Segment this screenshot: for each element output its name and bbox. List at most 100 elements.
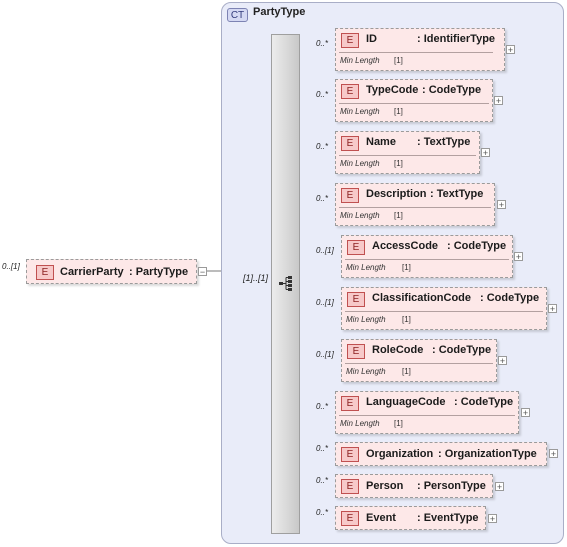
element-badge: E	[347, 292, 365, 307]
separator	[345, 363, 493, 364]
separator	[339, 103, 489, 104]
element-rolecode[interactable]: E RoleCode : CodeType Min Length [1]	[341, 339, 497, 382]
element-type: : EventType	[417, 512, 479, 524]
root-element-carrierparty[interactable]: E CarrierParty : PartyType	[26, 259, 197, 284]
expand-toggle[interactable]: +	[488, 514, 497, 524]
complex-type-name: PartyType	[253, 6, 306, 18]
occurrence-classificationcode: 0..[1]	[316, 298, 334, 307]
element-classificationcode[interactable]: E ClassificationCode : CodeType Min Leng…	[341, 287, 547, 330]
facet-value: [1]	[402, 315, 411, 324]
element-badge: E	[341, 447, 359, 462]
element-type: : CodeType	[447, 240, 507, 252]
expand-toggle[interactable]: +	[494, 96, 503, 106]
facet-value: [1]	[394, 107, 403, 116]
element-type: : OrganizationType	[438, 448, 537, 460]
element-badge: E	[341, 188, 359, 203]
occurrence-accesscode: 0..[1]	[316, 246, 334, 255]
expand-toggle[interactable]: +	[549, 449, 558, 459]
element-type: : CodeType	[480, 292, 540, 304]
element-badge: E	[341, 479, 359, 494]
facet-label: Min Length	[346, 367, 386, 376]
element-type: : PersonType	[417, 480, 486, 492]
expand-toggle[interactable]: +	[506, 45, 515, 55]
element-badge: E	[341, 396, 359, 411]
facet-label: Min Length	[340, 56, 380, 65]
element-typecode[interactable]: E TypeCode : CodeType Min Length [1]	[335, 79, 493, 122]
sequence-icon	[279, 276, 292, 291]
element-type: : CodeType	[432, 344, 492, 356]
element-name: TypeCode	[366, 84, 419, 96]
occurrence-id: 0..*	[316, 39, 329, 48]
sequence-occurrence: [1]..[1]	[243, 273, 269, 283]
facet-label: Min Length	[340, 211, 380, 220]
element-name: AccessCode	[372, 240, 439, 252]
element-name-box[interactable]: E Name : TextType Min Length [1]	[335, 131, 480, 174]
root-occurrence: 0..[1]	[2, 262, 20, 271]
separator	[339, 207, 491, 208]
expand-toggle[interactable]: +	[498, 356, 507, 366]
facet-label: Min Length	[346, 263, 386, 272]
element-accesscode[interactable]: E AccessCode : CodeType Min Length [1]	[341, 235, 513, 278]
element-type: : CodeType	[422, 84, 482, 96]
element-name: Person	[366, 480, 404, 492]
facet-label: Min Length	[346, 315, 386, 324]
element-organization[interactable]: E Organization : OrganizationType	[335, 442, 547, 466]
separator	[345, 259, 509, 260]
facet-label: Min Length	[340, 107, 380, 116]
element-name: LanguageCode	[366, 396, 446, 408]
expand-toggle[interactable]: +	[514, 252, 523, 262]
occurrence-event: 0..*	[316, 508, 329, 517]
element-languagecode[interactable]: E LanguageCode : CodeType Min Length [1]	[335, 391, 519, 434]
element-name: Name	[366, 136, 396, 148]
element-event[interactable]: E Event : EventType	[335, 506, 486, 530]
element-type: : TextType	[430, 188, 484, 200]
element-type: : TextType	[417, 136, 471, 148]
occurrence-person: 0..*	[316, 476, 329, 485]
facet-value: [1]	[394, 211, 403, 220]
element-badge: E	[36, 265, 54, 280]
expand-toggle[interactable]: +	[481, 148, 490, 158]
facet-label: Min Length	[340, 419, 380, 428]
occurrence-typecode: 0..*	[316, 90, 329, 99]
expand-toggle[interactable]: +	[548, 304, 557, 314]
facet-label: Min Length	[340, 159, 380, 168]
element-name: Description	[366, 188, 427, 200]
occurrence-languagecode: 0..*	[316, 402, 329, 411]
occurrence-rolecode: 0..[1]	[316, 350, 334, 359]
element-name: Organization	[366, 448, 434, 460]
facet-value: [1]	[394, 159, 403, 168]
element-name: RoleCode	[372, 344, 424, 356]
element-type: : IdentifierType	[417, 33, 496, 45]
element-id[interactable]: E ID : IdentifierType Min Length [1]	[335, 28, 505, 71]
element-type: : PartyType	[129, 266, 189, 278]
element-name: CarrierParty	[60, 266, 124, 278]
element-name: ID	[366, 33, 377, 45]
element-type: : CodeType	[454, 396, 514, 408]
element-description[interactable]: E Description : TextType Min Length [1]	[335, 183, 495, 226]
complex-type-badge: CT	[227, 8, 248, 22]
facet-value: [1]	[394, 56, 403, 65]
collapse-toggle[interactable]: −	[198, 267, 207, 277]
expand-toggle[interactable]: +	[497, 200, 506, 210]
separator	[345, 311, 543, 312]
occurrence-description: 0..*	[316, 194, 329, 203]
occurrence-organization: 0..*	[316, 444, 329, 453]
element-badge: E	[341, 84, 359, 99]
facet-value: [1]	[402, 367, 411, 376]
occurrence-name: 0..*	[316, 142, 329, 151]
element-badge: E	[347, 344, 365, 359]
element-badge: E	[341, 511, 359, 526]
element-name: Event	[366, 512, 396, 524]
element-name: ClassificationCode	[372, 292, 472, 304]
element-badge: E	[341, 33, 359, 48]
element-badge: E	[341, 136, 359, 151]
separator	[339, 155, 476, 156]
separator	[339, 415, 515, 416]
element-badge: E	[347, 240, 365, 255]
expand-toggle[interactable]: +	[495, 482, 504, 492]
element-person[interactable]: E Person : PersonType	[335, 474, 493, 498]
expand-toggle[interactable]: +	[521, 408, 530, 418]
separator	[339, 52, 493, 53]
facet-value: [1]	[402, 263, 411, 272]
facet-value: [1]	[394, 419, 403, 428]
